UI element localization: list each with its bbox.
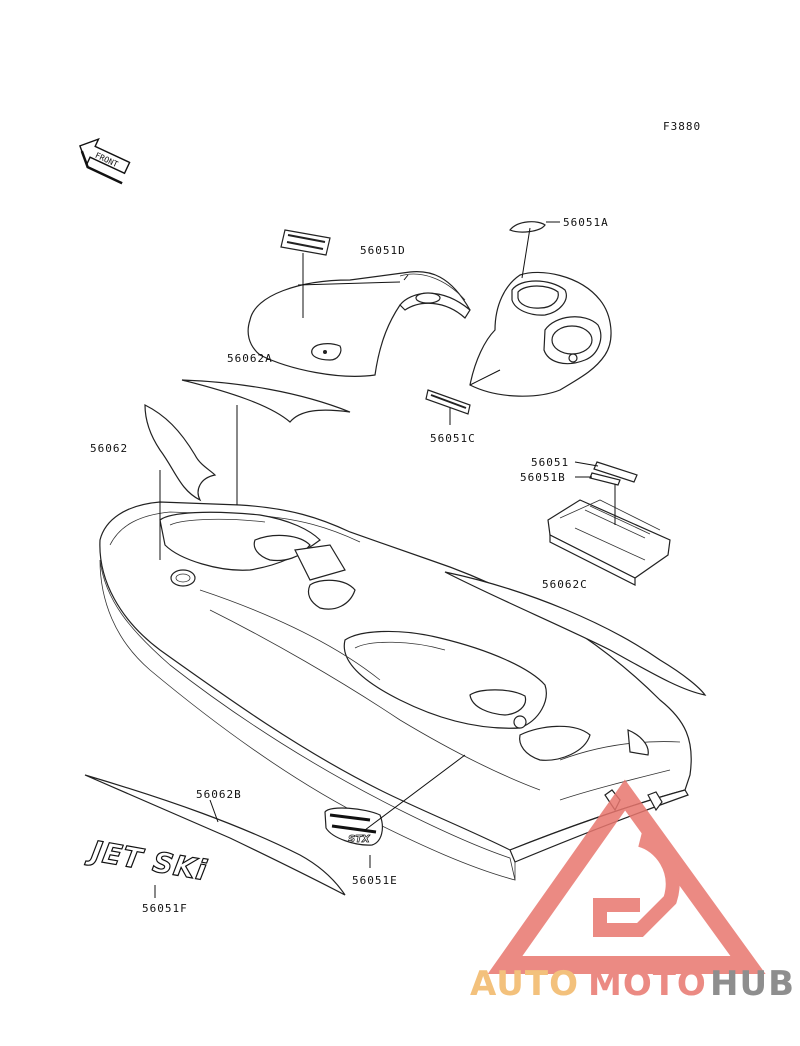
handlebar-pod-part — [469, 271, 612, 397]
decal-56051c — [425, 389, 471, 415]
rear-grate-part — [547, 461, 671, 586]
callout-56051a: 56051A — [563, 216, 609, 229]
callout-56062: 56062 — [90, 442, 128, 455]
callout-56062a: 56062A — [227, 352, 273, 365]
stripe-56062-top — [181, 379, 351, 423]
watermark-hub: HUB — [710, 964, 795, 1004]
front-arrow-icon: FRONT — [79, 137, 131, 185]
stripe-56062-side — [144, 404, 217, 502]
decal-56051a — [509, 221, 546, 233]
callout-56051e: 56051E — [352, 874, 398, 887]
decal-jetski: JET SKi — [83, 829, 210, 891]
callout-56062c: 56062C — [542, 578, 588, 591]
watermark-logo-icon — [487, 779, 766, 974]
decal-stx: STX — [324, 807, 383, 846]
leader-lines — [154, 221, 616, 898]
figure-code: F3880 — [663, 120, 701, 133]
automotohub-watermark: AUTO MOTO HUB — [470, 779, 795, 1004]
callout-56051f: 56051F — [142, 902, 188, 915]
watermark-moto: MOTO — [588, 964, 707, 1004]
watermark-auto: AUTO — [470, 964, 579, 1004]
callout-56062b: 56062B — [196, 788, 242, 801]
callout-56051b: 56051B — [520, 471, 566, 484]
decal-56051d — [280, 229, 331, 256]
callout-56051: 56051 — [531, 456, 569, 469]
stx-decal-text: STX — [348, 834, 371, 845]
stripe-56062b — [84, 774, 346, 896]
stripe-56062c — [444, 571, 707, 696]
front-cover-part — [247, 271, 471, 377]
callout-56051d: 56051D — [360, 244, 406, 257]
callout-56051c: 56051C — [430, 432, 476, 445]
